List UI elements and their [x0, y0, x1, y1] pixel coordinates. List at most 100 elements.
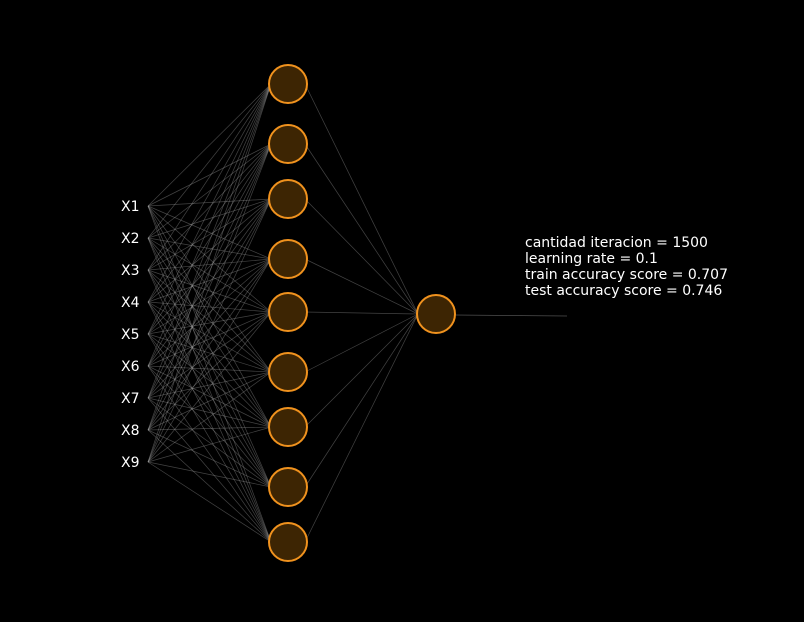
- edge-hidden-3-output: [304, 198, 419, 315]
- edge-input-8-hidden-7: [147, 426, 272, 431]
- edge-input-6-hidden-6: [147, 365, 272, 373]
- edge-input-5-hidden-2: [147, 143, 272, 335]
- input-label-x2: X2: [121, 231, 140, 247]
- edge-input-8-hidden-3: [147, 198, 272, 431]
- edge-input-5-hidden-6: [147, 333, 272, 373]
- edge-input-9-hidden-1: [147, 83, 272, 463]
- edge-input-7-hidden-2: [147, 143, 272, 399]
- edge-input-1-hidden-9: [147, 205, 272, 543]
- edge-hidden-9-output: [304, 313, 419, 543]
- edge-input-2-hidden-5: [147, 237, 272, 313]
- output-line: [454, 314, 568, 317]
- edge-input-8-hidden-2: [147, 143, 272, 431]
- connections-layer: [147, 83, 568, 543]
- edge-input-3-hidden-3: [147, 198, 272, 271]
- edge-input-9-hidden-9: [147, 461, 272, 543]
- edge-input-6-hidden-3: [147, 198, 272, 367]
- edge-input-2-hidden-6: [147, 237, 272, 373]
- edge-input-1-hidden-7: [147, 205, 272, 428]
- edge-input-5-hidden-7: [147, 333, 272, 428]
- edge-input-5-hidden-1: [147, 83, 272, 335]
- edge-input-5-hidden-4: [147, 258, 272, 335]
- edge-input-4-hidden-2: [147, 143, 272, 303]
- edge-input-1-hidden-1: [147, 83, 272, 207]
- input-label-x6: X6: [121, 359, 140, 375]
- training-info-panel: cantidad iteracion = 1500 learning rate …: [525, 235, 728, 299]
- edge-input-3-hidden-2: [147, 143, 272, 271]
- input-label-x9: X9: [121, 455, 140, 471]
- edge-input-8-hidden-6: [147, 371, 272, 431]
- output-neuron: [416, 294, 456, 334]
- edge-input-2-hidden-7: [147, 237, 272, 428]
- edge-input-1-hidden-5: [147, 205, 272, 313]
- edge-input-4-hidden-9: [147, 301, 272, 543]
- edge-input-7-hidden-1: [147, 83, 272, 399]
- edge-input-4-hidden-6: [147, 301, 272, 373]
- edge-hidden-2-output: [304, 143, 419, 315]
- edge-input-4-hidden-1: [147, 83, 272, 303]
- hidden-neuron-6: [268, 352, 308, 392]
- edge-input-9-hidden-7: [147, 426, 272, 463]
- edge-hidden-6-output: [304, 313, 419, 373]
- edge-input-3-hidden-9: [147, 269, 272, 543]
- edge-input-5-hidden-3: [147, 198, 272, 335]
- edge-input-1-hidden-3: [147, 198, 272, 207]
- edge-input-1-hidden-6: [147, 205, 272, 373]
- input-label-x3: X3: [121, 263, 140, 279]
- edge-input-7-hidden-8: [147, 397, 272, 488]
- edge-input-9-hidden-2: [147, 143, 272, 463]
- hidden-neuron-7: [268, 407, 308, 447]
- edge-input-1-hidden-4: [147, 205, 272, 260]
- edge-input-6-hidden-1: [147, 83, 272, 367]
- test-accuracy-text: test accuracy score = 0.746: [525, 283, 722, 299]
- edge-input-7-hidden-3: [147, 198, 272, 399]
- hidden-layer: [268, 64, 308, 562]
- edge-input-5-hidden-5: [147, 311, 272, 335]
- edge-input-4-hidden-7: [147, 301, 272, 428]
- edge-input-4-hidden-3: [147, 198, 272, 303]
- edge-input-2-hidden-3: [147, 198, 272, 239]
- edge-input-8-hidden-4: [147, 258, 272, 431]
- edge-input-6-hidden-2: [147, 143, 272, 367]
- edge-input-5-hidden-8: [147, 333, 272, 488]
- edge-input-3-hidden-6: [147, 269, 272, 373]
- edge-input-6-hidden-8: [147, 365, 272, 488]
- edge-input-7-hidden-4: [147, 258, 272, 399]
- edge-input-4-hidden-4: [147, 258, 272, 303]
- edge-input-7-hidden-7: [147, 397, 272, 428]
- edge-input-8-hidden-1: [147, 83, 272, 431]
- edge-input-7-hidden-9: [147, 397, 272, 543]
- edge-input-2-hidden-2: [147, 143, 272, 239]
- edge-input-2-hidden-9: [147, 237, 272, 543]
- edge-input-3-hidden-4: [147, 258, 272, 271]
- edge-input-3-hidden-7: [147, 269, 272, 428]
- hidden-neuron-2: [268, 124, 308, 164]
- edge-hidden-7-output: [304, 313, 419, 428]
- edge-input-6-hidden-5: [147, 311, 272, 367]
- edge-input-1-hidden-8: [147, 205, 272, 488]
- input-label-x1: X1: [121, 199, 140, 215]
- edge-input-6-hidden-7: [147, 365, 272, 428]
- edge-input-3-hidden-1: [147, 83, 272, 271]
- edge-input-9-hidden-8: [147, 461, 272, 488]
- hidden-neuron-3: [268, 179, 308, 219]
- edge-input-9-hidden-6: [147, 371, 272, 463]
- edge-input-2-hidden-4: [147, 237, 272, 260]
- output-layer: [416, 294, 456, 334]
- edge-input-8-hidden-9: [147, 429, 272, 543]
- edge-input-8-hidden-5: [147, 311, 272, 431]
- edge-input-2-hidden-8: [147, 237, 272, 488]
- edge-input-6-hidden-9: [147, 365, 272, 543]
- input-label-x8: X8: [121, 423, 140, 439]
- edge-input-7-hidden-6: [147, 371, 272, 399]
- iterations-text: cantidad iteracion = 1500: [525, 235, 708, 251]
- edge-input-7-hidden-5: [147, 311, 272, 399]
- edge-hidden-1-output: [304, 83, 419, 315]
- edge-input-9-hidden-4: [147, 258, 272, 463]
- edge-hidden-8-output: [304, 313, 419, 488]
- edge-input-3-hidden-5: [147, 269, 272, 313]
- edge-input-5-hidden-9: [147, 333, 272, 543]
- hidden-neuron-9: [268, 522, 308, 562]
